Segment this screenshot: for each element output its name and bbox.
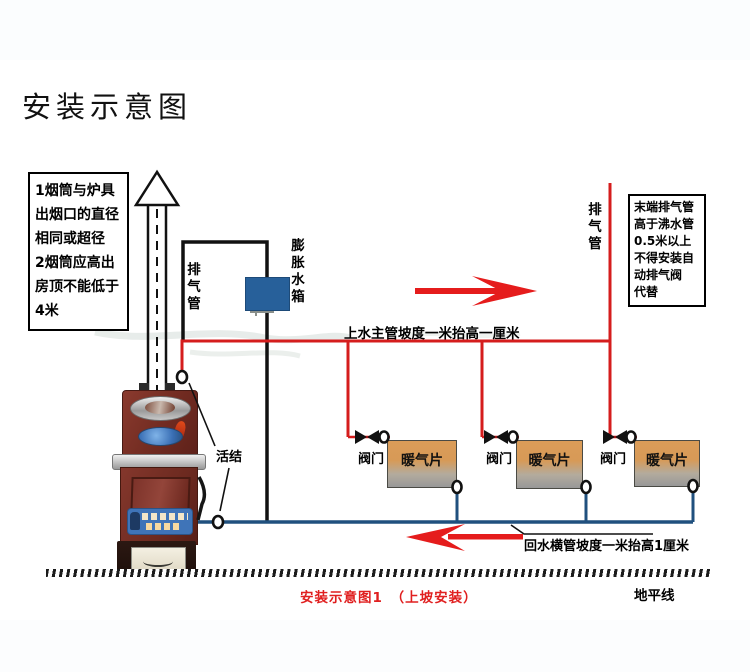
radiator-label: 暖气片 — [646, 453, 688, 469]
stove-plate-opening — [145, 401, 175, 414]
note-line: 代替 — [634, 285, 659, 299]
note-line: 4米 — [35, 303, 59, 319]
stove-upper-body — [122, 390, 198, 458]
vent-pipe-right-label: 排气管 — [588, 202, 602, 252]
union-joint-label: 活结 — [216, 450, 243, 465]
chimney — [133, 169, 181, 400]
return-note-callout — [510, 524, 653, 535]
vent-pipe-left-label: 排气管 — [187, 262, 201, 312]
ground-line — [46, 569, 712, 577]
valve-label-2: 阀门 — [486, 452, 513, 467]
stove-banner-text-row — [142, 513, 188, 520]
note-line: 动排气阀 — [634, 268, 683, 282]
stove-banner-sticker — [127, 508, 193, 535]
radiator-2: 暖气片 — [516, 440, 583, 489]
note-line: 高于沸水管 — [634, 217, 695, 231]
return-slope-label: 回水横管坡度一米抬高1厘米 — [524, 539, 690, 554]
note-line: 相同或超径 — [35, 231, 105, 247]
note-line: 房顶不能低于 — [35, 279, 119, 295]
note-line: 1烟筒与炉具 — [35, 183, 115, 199]
union-callout-lines — [188, 382, 230, 512]
stove-cook-plate — [130, 396, 191, 421]
expansion-tank — [245, 277, 290, 311]
grate-lever — [196, 476, 207, 521]
ground-level-label: 地平线 — [634, 588, 675, 604]
diagram-caption: 安装示意图1 （上坡安装） — [300, 590, 478, 606]
valve-label-3: 阀门 — [600, 452, 627, 467]
valve-label-1: 阀门 — [358, 452, 385, 467]
valve-icon — [484, 430, 508, 444]
radiator-label: 暖气片 — [401, 453, 443, 469]
note-line: 出烟口的直径 — [35, 207, 119, 223]
radiator-1: 暖气片 — [387, 440, 457, 488]
supply-flow-arrow — [415, 276, 537, 306]
radiator-3: 暖气片 — [634, 440, 700, 487]
vent-note-box: 末端排气管 高于沸水管 0.5米以上 不得安装自 动排气阀 代替 — [628, 194, 706, 307]
chimney-note-box: 1烟筒与炉具 出烟口的直径 相同或超径 2烟筒应高出 房顶不能低于 4米 — [28, 172, 129, 331]
return-flow-arrow — [406, 524, 523, 551]
note-line: 2烟筒应高出 — [35, 255, 115, 271]
note-line: 末端排气管 — [634, 200, 695, 214]
stove-logo-badge — [138, 427, 183, 446]
valve-icon — [603, 430, 627, 444]
page-title: 安装示意图 — [22, 90, 193, 124]
note-line: 0.5米以上 — [634, 234, 692, 248]
drawer-handle — [143, 556, 173, 567]
valve-icon — [355, 430, 379, 444]
stove-banner-figure — [130, 512, 140, 530]
vent-pipe-black — [181, 240, 274, 522]
note-line: 不得安装自 — [634, 251, 695, 265]
radiator-label: 暖气片 — [528, 453, 571, 469]
stove-lower-body — [120, 467, 198, 545]
expansion-tank-label: 膨胀水箱 — [291, 238, 305, 305]
stove-banner-text-row — [146, 523, 182, 530]
watermark-scribbles — [94, 328, 521, 359]
supply-slope-label: 上水主管坡度一米抬高一厘米 — [344, 326, 520, 342]
union-icon — [175, 369, 699, 530]
